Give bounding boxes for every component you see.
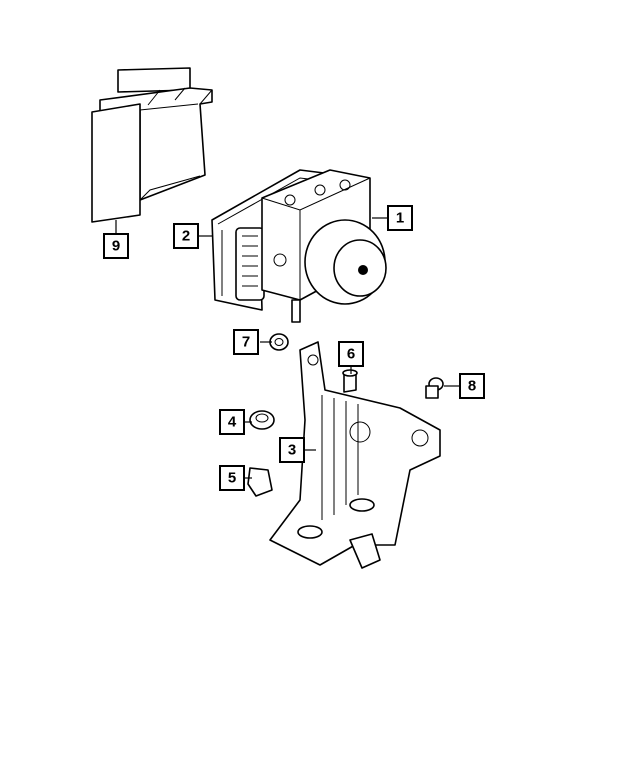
callout-6: 6 [338, 341, 364, 367]
svg-text:7: 7 [242, 334, 250, 351]
leader-lines [115, 217, 460, 479]
grommet-part [249, 410, 275, 430]
heat-shield-part [91, 67, 213, 223]
callout-7: 7 [233, 329, 259, 355]
svg-text:5: 5 [228, 470, 236, 487]
mounting-bracket-part [269, 341, 441, 566]
bolt-part [342, 369, 358, 393]
svg-text:4: 4 [228, 414, 237, 431]
callout-2: 2 [173, 223, 199, 249]
callout-3: 3 [279, 437, 305, 463]
svg-text:2: 2 [182, 228, 190, 245]
isolator-bolt-part [425, 377, 444, 399]
svg-text:3: 3 [288, 442, 296, 459]
hydraulic-unit-part [261, 169, 387, 323]
nut-part [269, 333, 289, 351]
callout-9: 9 [103, 233, 129, 259]
callout-4: 4 [219, 409, 245, 435]
callout-5: 5 [219, 465, 245, 491]
svg-text:6: 6 [347, 346, 355, 363]
svg-text:1: 1 [396, 210, 404, 227]
callout-1: 1 [387, 205, 413, 231]
callout-8: 8 [459, 373, 485, 399]
svg-text:8: 8 [468, 378, 476, 395]
svg-text:9: 9 [112, 238, 120, 255]
clip-part [247, 467, 381, 569]
